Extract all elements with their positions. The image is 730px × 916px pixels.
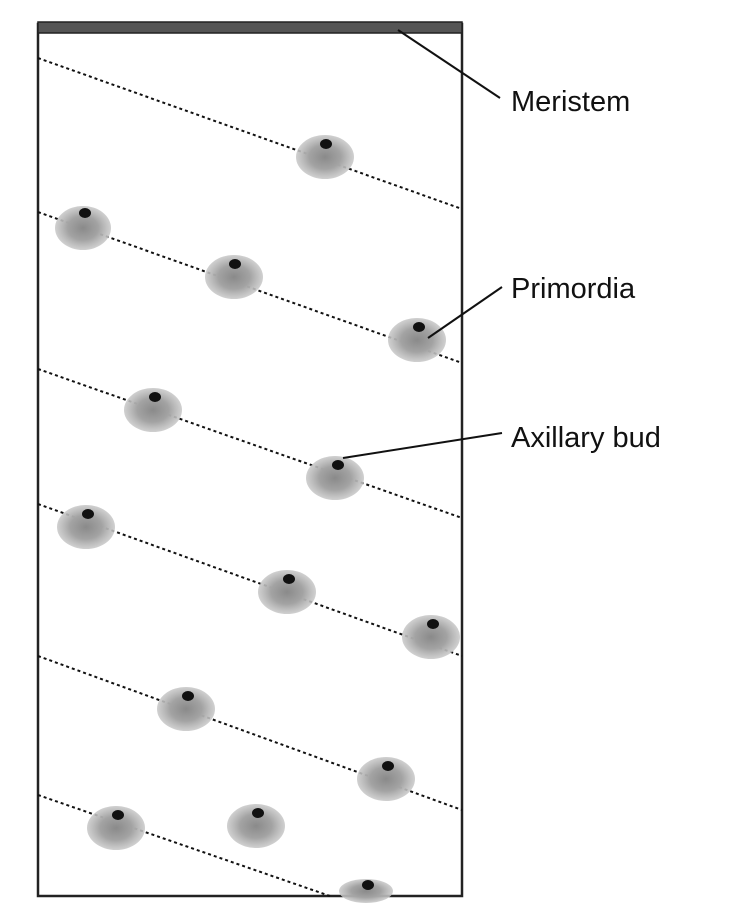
primordium — [339, 879, 393, 903]
primordium — [157, 687, 215, 731]
primordium — [357, 757, 415, 801]
primordium — [55, 206, 111, 250]
parastichy-line — [37, 368, 463, 519]
primordia-label: Primordia — [511, 273, 636, 305]
primordium — [205, 255, 263, 299]
primordium — [57, 505, 115, 549]
parastichy-line — [37, 57, 463, 210]
axillary-bud-primordium — [306, 456, 364, 500]
primordium — [258, 570, 316, 614]
meristem-band — [37, 21, 463, 34]
parastichy-line — [37, 794, 331, 897]
primordia-group — [55, 135, 460, 903]
meristem-label: Meristem — [511, 86, 630, 118]
leader-lines — [342, 29, 503, 459]
axillary-bud-label: Axillary bud — [511, 422, 661, 454]
primordium — [402, 615, 460, 659]
primordium — [388, 318, 446, 362]
axillary-bud-leader-line — [342, 432, 503, 459]
primordia-leader-line — [427, 286, 503, 339]
primordium — [124, 388, 182, 432]
meristem-leader-line — [397, 29, 501, 99]
primordium — [296, 135, 354, 179]
parastichy-lines — [37, 57, 463, 897]
primordium — [227, 804, 285, 848]
primordium — [87, 806, 145, 850]
